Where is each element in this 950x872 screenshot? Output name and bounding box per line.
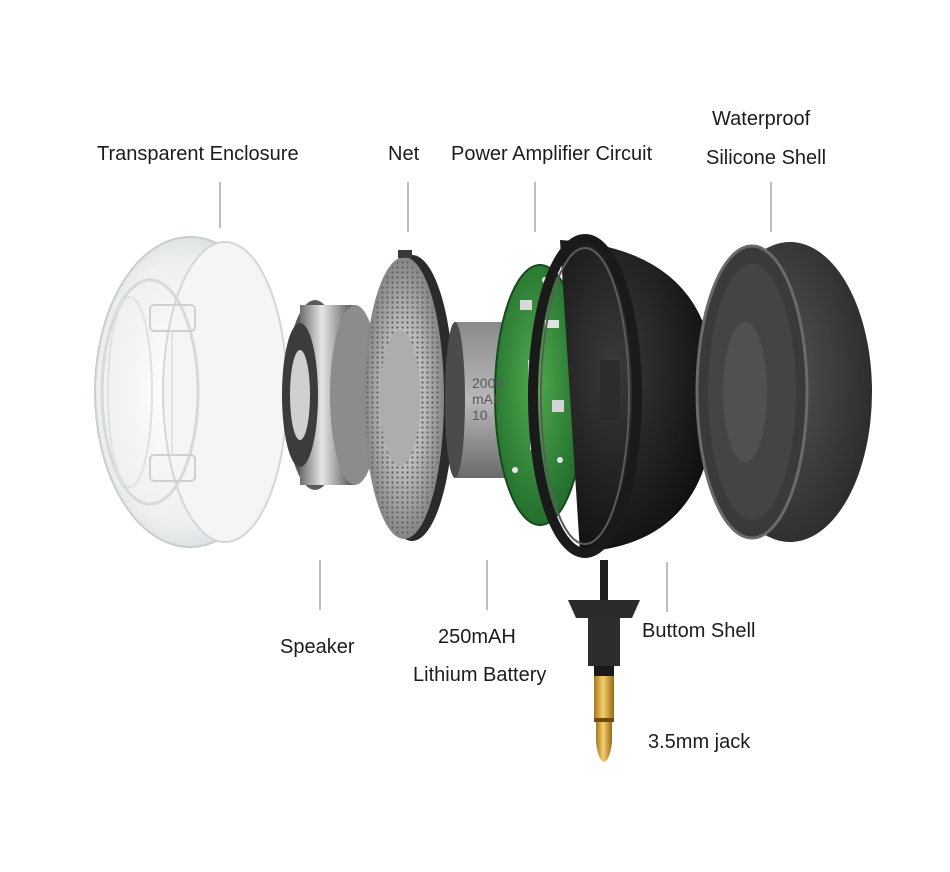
label-transparent-enclosure: Transparent Enclosure [97, 143, 299, 165]
label-waterproof: Waterproof [712, 108, 811, 130]
label-bottom-shell: Buttom Shell [642, 620, 756, 642]
battery-print-line2: mAh [472, 391, 501, 407]
transparent-enclosure-part [94, 236, 288, 548]
silicone-shell-part [695, 242, 872, 542]
audio-jack-part [568, 560, 640, 762]
label-power-amplifier-circuit: Power Amplifier Circuit [451, 143, 653, 165]
label-speaker: Speaker [280, 636, 355, 658]
battery-print: 2000 mAh 10 [472, 375, 503, 423]
leader-lines [219, 182, 772, 612]
label-lithium-battery: Lithium Battery [413, 664, 547, 686]
battery-print-line1: 2000 [472, 375, 503, 391]
battery-print-line3: 10 [472, 407, 488, 423]
label-silicone-shell: Silicone Shell [706, 147, 827, 169]
net-part [364, 250, 454, 541]
bottom-shell-part [528, 234, 716, 558]
label-battery-capacity: 250mAH [438, 626, 516, 648]
label-net: Net [388, 143, 420, 165]
label-jack: 3.5mm jack [648, 731, 751, 753]
